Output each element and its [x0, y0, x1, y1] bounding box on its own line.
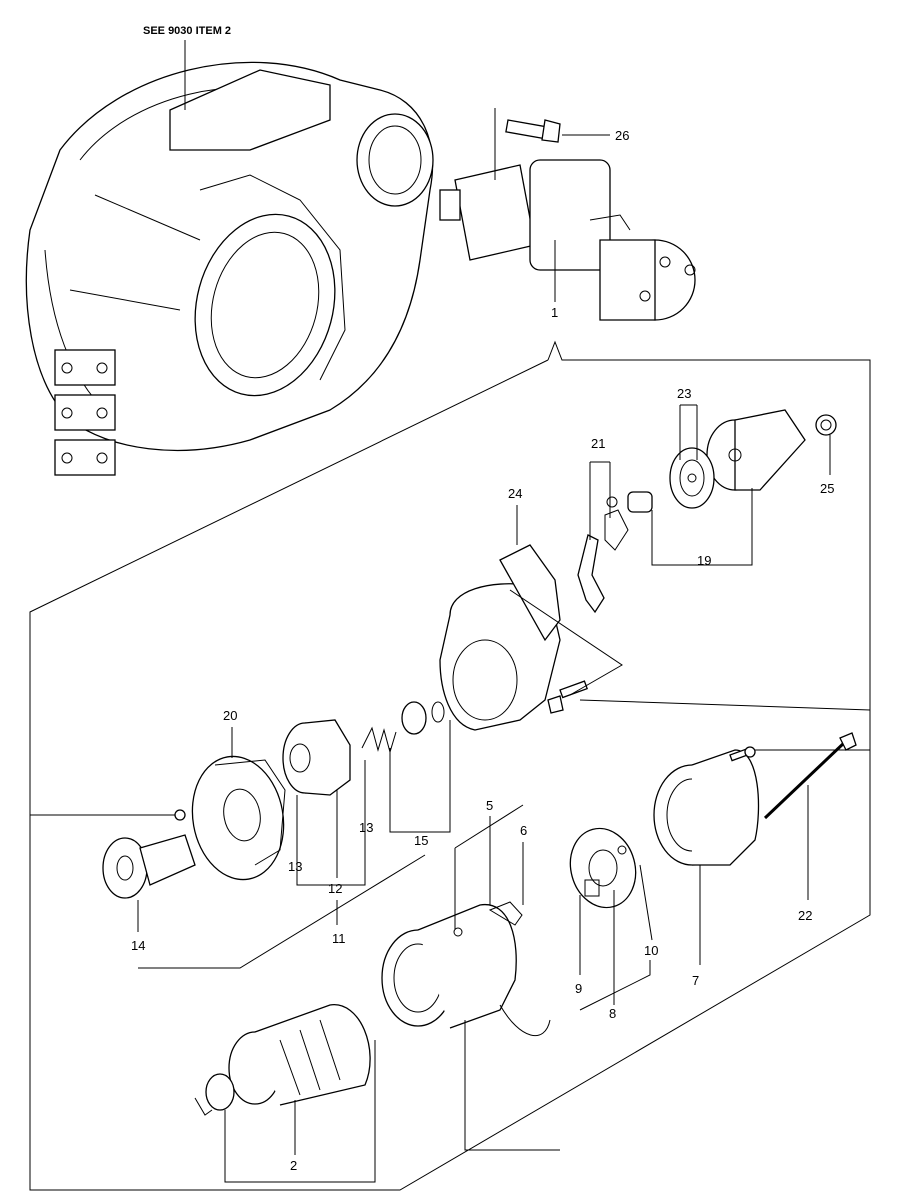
- callout-21: 21: [591, 436, 605, 451]
- callout-2: 2: [290, 1158, 297, 1173]
- callout-25: 25: [820, 481, 834, 496]
- callout-20: 20: [223, 708, 237, 723]
- overrunning-clutch-12: [282, 719, 351, 796]
- callout-9: 9: [575, 981, 582, 996]
- callout-15: 15: [414, 833, 428, 848]
- callout-22: 22: [798, 908, 812, 923]
- solenoid-nut-25: [815, 414, 837, 436]
- exploded-view-bracket: [29, 340, 871, 1191]
- callout-12: 12: [328, 881, 342, 896]
- callout-8: 8: [609, 1006, 616, 1021]
- yoke-assembly: [381, 901, 551, 1037]
- housing-bolt: [547, 680, 589, 714]
- callout-13a: 13: [288, 859, 302, 874]
- callout-6: 6: [520, 823, 527, 838]
- callout-24: 24: [508, 486, 522, 501]
- callout-11: 11: [332, 931, 346, 946]
- starter-motor-assembly: [439, 159, 696, 321]
- spring-13: [361, 726, 397, 754]
- pinion-gear-14: [102, 834, 196, 899]
- solenoid: [606, 409, 806, 513]
- callout-13b: 13: [359, 820, 373, 835]
- drive-housing-20: [191, 755, 286, 881]
- callout-14: 14: [131, 938, 145, 953]
- callout-1: 1: [551, 305, 558, 320]
- callout-7: 7: [692, 973, 699, 988]
- brush-holder: [569, 827, 637, 909]
- callout-23: 23: [677, 386, 691, 401]
- rear-end-frame-7: [653, 749, 760, 866]
- shift-lever-21: [577, 509, 629, 614]
- flywheel-housing: [25, 61, 434, 476]
- callout-19: 19: [697, 553, 711, 568]
- callout-10: 10: [644, 943, 658, 958]
- armature-2: [194, 1004, 371, 1116]
- callout-26: 26: [615, 128, 629, 143]
- end-frame-screw: [729, 746, 756, 762]
- housing-screw: [174, 809, 186, 821]
- retainer-15: [401, 701, 445, 735]
- callout-5: 5: [486, 798, 493, 813]
- reference-note: SEE 9030 ITEM 2: [143, 25, 231, 37]
- gear-housing-24: [439, 544, 561, 731]
- bolt-26: [505, 119, 561, 143]
- through-bolt-22: [763, 732, 857, 820]
